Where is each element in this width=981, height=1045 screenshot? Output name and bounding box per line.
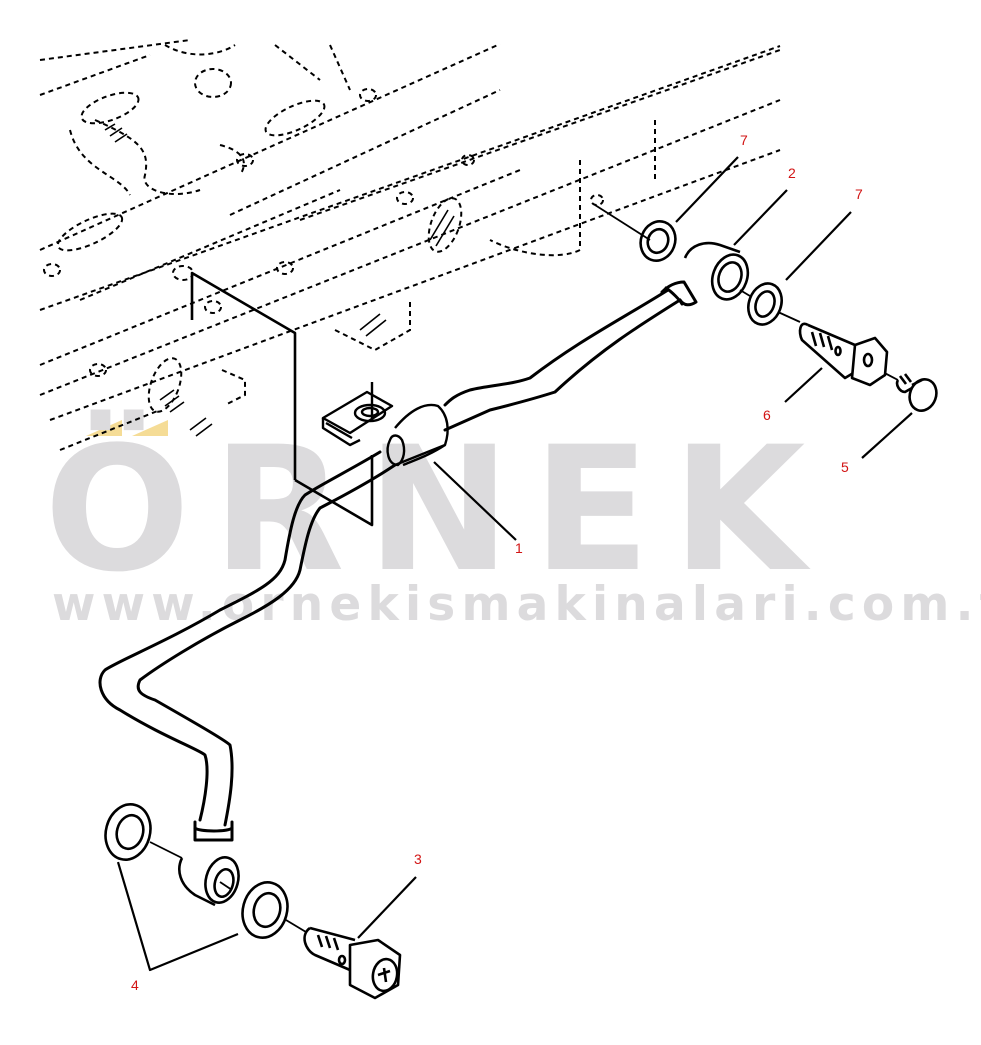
callout-5: 5: [841, 459, 849, 475]
callout-1: 1: [515, 540, 523, 556]
callout-2: 2: [788, 165, 796, 181]
callout-7a: 7: [740, 132, 748, 148]
callout-3: 3: [414, 851, 422, 867]
callout-4: 4: [131, 977, 139, 993]
callout-7b: 7: [855, 186, 863, 202]
watermark-url: www.ornekismakinalari.com.tr: [52, 577, 981, 632]
callout-6: 6: [763, 407, 771, 423]
